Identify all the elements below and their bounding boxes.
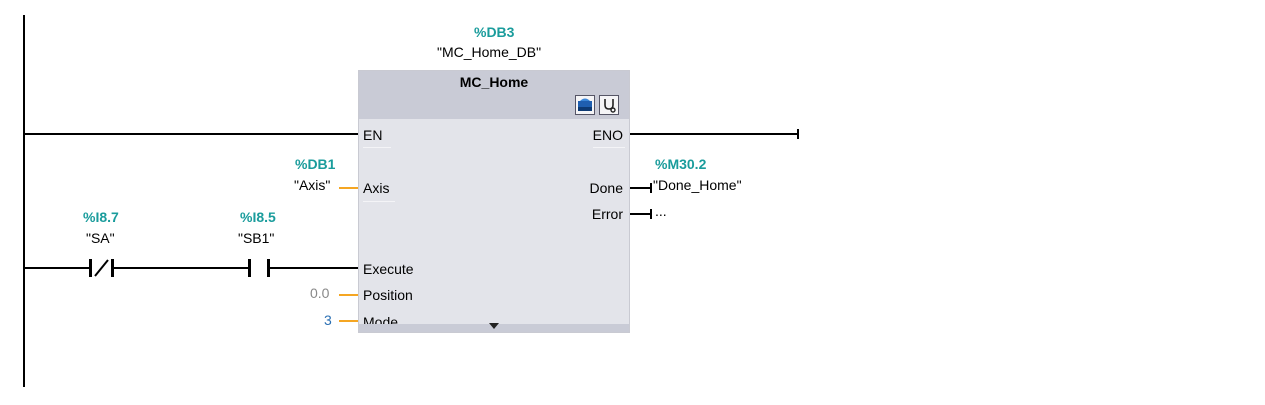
instance-db-name[interactable]: "MC_Home_DB" [437, 44, 542, 60]
pin-execute[interactable]: Execute [363, 261, 414, 277]
contact-sb1-left-plate [248, 259, 251, 277]
instance-db-address[interactable]: %DB3 [474, 24, 515, 40]
en-rung-wire [25, 133, 358, 135]
left-power-rail [23, 15, 25, 387]
contact-sa-left-plate [89, 259, 92, 277]
position-value[interactable]: 0.0 [310, 285, 330, 301]
pin-axis-underline [363, 201, 395, 202]
pin-error[interactable]: Error [591, 206, 623, 222]
mode-value[interactable]: 3 [324, 312, 332, 328]
axis-address[interactable]: %DB1 [295, 156, 336, 172]
done-name[interactable]: "Done_Home" [653, 177, 742, 193]
execute-rung-wire-c [270, 267, 358, 269]
pin-axis[interactable]: Axis [363, 180, 390, 196]
execute-rung-wire-b [114, 267, 248, 269]
contact-sb1-address[interactable]: %I8.5 [240, 209, 276, 225]
execute-rung-wire-a [25, 267, 89, 269]
pin-en[interactable]: EN [363, 127, 383, 143]
pin-eno-underline [593, 147, 625, 148]
axis-operand-wire [339, 187, 358, 189]
mode-operand-wire [339, 320, 358, 322]
contact-sa-address[interactable]: %I8.7 [83, 209, 119, 225]
pin-eno[interactable]: ENO [592, 127, 623, 143]
done-output-wire [630, 187, 650, 189]
mc-home-function-block[interactable]: MC_Home EN Axis Execute Position Mode EN… [358, 70, 630, 333]
contact-sa-right-plate [111, 259, 114, 277]
eno-output-wire [630, 133, 798, 135]
error-terminator [650, 209, 652, 219]
contact-sa-slash [94, 259, 109, 277]
axis-name[interactable]: "Axis" [294, 177, 331, 193]
done-terminator [650, 183, 652, 193]
diagnostics-stethoscope-icon[interactable] [599, 95, 619, 115]
block-header: MC_Home [359, 71, 629, 119]
error-output-wire [630, 213, 650, 215]
contact-sb1-right-plate [267, 259, 270, 277]
position-operand-wire [339, 294, 358, 296]
block-title: MC_Home [459, 74, 529, 90]
done-address[interactable]: %M30.2 [655, 156, 707, 172]
pin-position[interactable]: Position [363, 287, 413, 303]
eno-terminator [797, 129, 799, 139]
pin-en-underline [363, 147, 391, 148]
pin-done[interactable]: Done [589, 180, 623, 196]
instance-db-icon[interactable] [575, 95, 595, 115]
error-operand[interactable]: ... [655, 203, 667, 219]
expand-arrow-icon[interactable] [489, 323, 499, 329]
contact-sb1-name[interactable]: "SB1" [238, 230, 275, 246]
contact-sa-name[interactable]: "SA" [86, 230, 115, 246]
